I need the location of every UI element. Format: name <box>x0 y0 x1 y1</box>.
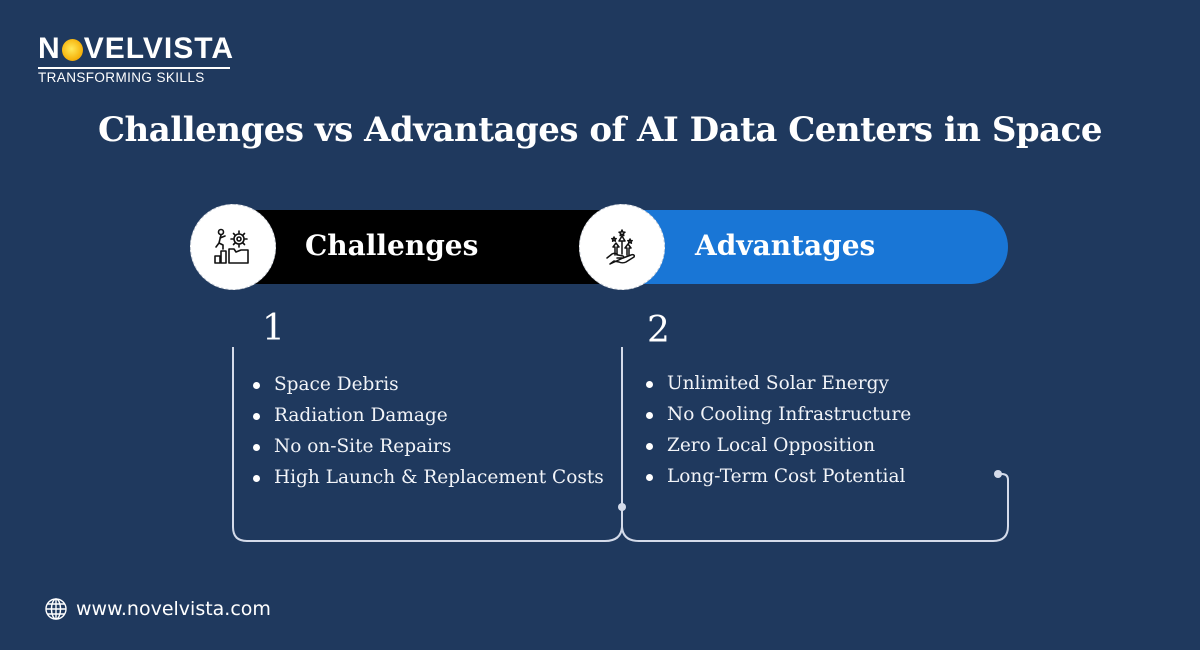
brand-tagline: TRANSFORMING SKILLS <box>38 70 205 85</box>
brand-name-start: N <box>38 32 61 65</box>
connector-end-dot <box>994 470 1002 478</box>
advantages-header-label: Advantages <box>695 229 876 262</box>
challenges-header-label: Challenges <box>305 229 479 262</box>
advantages-number: 2 <box>647 310 670 351</box>
challenge-item: High Launch & Replacement Costs <box>250 462 604 493</box>
challenges-list: Space Debris Radiation Damage No on-Site… <box>250 369 604 493</box>
page-title: Challenges vs Advantages of AI Data Cent… <box>97 110 1103 150</box>
advantage-item: Unlimited Solar Energy <box>643 368 911 399</box>
brand-name-end: VELVISTA <box>83 32 234 65</box>
challenge-item: Space Debris <box>250 369 604 400</box>
advantages-list: Unlimited Solar Energy No Cooling Infras… <box>643 368 911 492</box>
footer: www.novelvista.com <box>44 597 271 621</box>
globe-icon <box>45 598 67 620</box>
climbing-person-gear-icon <box>214 228 249 264</box>
hand-rising-arrows-stars-icon <box>606 229 635 265</box>
connector-dot <box>618 503 626 511</box>
brand-logo: N VELVISTA TRANSFORMING SKILLS <box>38 34 234 85</box>
challenges-icon-badge <box>190 204 276 290</box>
logo-divider <box>38 67 230 69</box>
challenge-item: Radiation Damage <box>250 400 604 431</box>
brand-name: N VELVISTA <box>38 34 234 64</box>
advantages-header-bar: Advantages <box>620 210 1008 284</box>
sun-icon <box>61 39 83 61</box>
website-link[interactable]: www.novelvista.com <box>76 598 271 620</box>
advantages-icon-badge <box>579 204 665 290</box>
advantage-item: No Cooling Infrastructure <box>643 399 911 430</box>
challenge-item: No on-Site Repairs <box>250 431 604 462</box>
challenges-header-bar: Challenges <box>232 210 632 284</box>
advantage-item: Long-Term Cost Potential <box>643 461 911 492</box>
advantage-item: Zero Local Opposition <box>643 430 911 461</box>
challenges-number: 1 <box>262 308 285 349</box>
